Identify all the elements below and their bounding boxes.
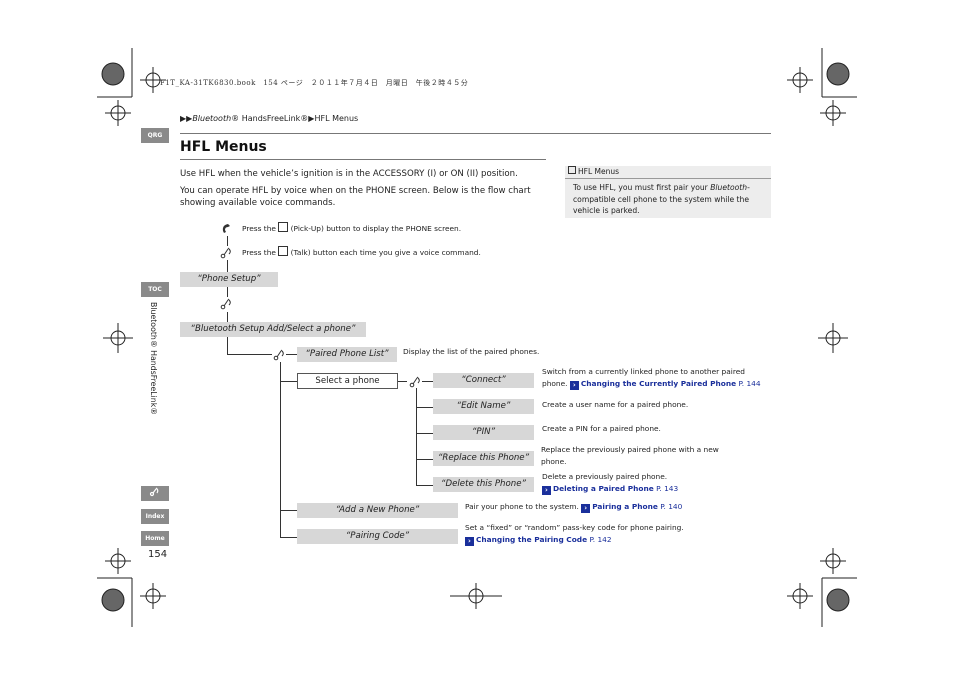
connect-link[interactable]: Changing the Currently Paired Phone	[580, 379, 737, 388]
connector	[416, 433, 433, 434]
connector	[422, 381, 433, 382]
add-new-phone-command: “Add a New Phone”	[297, 503, 458, 518]
connector	[280, 381, 297, 382]
breadcrumb: ▶▶Bluetooth® HandsFreeLink®▶HFL Menus	[180, 114, 358, 123]
connector	[227, 337, 228, 354]
title-rule	[180, 159, 546, 160]
note-body: To use HFL, you must first pair your Blu…	[573, 183, 750, 215]
tab-talk[interactable]	[141, 486, 169, 501]
connector	[416, 459, 433, 460]
pin-desc: Create a PIN for a paired phone.	[542, 424, 661, 433]
select-phone-step: Select a phone	[297, 373, 398, 389]
connector	[416, 407, 433, 408]
replace-command: “Replace this Phone”	[433, 451, 534, 466]
pairing-code-link[interactable]: Changing the Pairing Code	[476, 535, 588, 544]
connector	[227, 287, 228, 297]
connector	[227, 260, 228, 272]
tab-toc[interactable]: TOC	[141, 282, 169, 297]
connector	[280, 362, 281, 537]
pin-command: “PIN”	[433, 425, 534, 440]
pairing-code-desc: Set a “fixed” or “random” pass-key code …	[465, 523, 684, 546]
replace-desc: Replace the previously paired phone with…	[541, 445, 719, 466]
page-number: 154	[148, 549, 168, 560]
delete-command: “Delete this Phone”	[433, 477, 534, 492]
print-header: F1T_KA-31TK6830.book 154 ページ ２０１１年７月４日 月…	[160, 79, 469, 87]
ref-arrow-icon: ›	[581, 504, 591, 513]
ref-arrow-icon: ›	[465, 537, 474, 546]
connector	[416, 485, 433, 486]
pairing-code-command: “Pairing Code”	[297, 529, 458, 544]
connector	[280, 510, 297, 511]
tab-qrg[interactable]: QRG	[141, 128, 169, 143]
bt-setup-command: “Bluetooth Setup Add/Select a phone”	[180, 322, 366, 337]
connector	[227, 354, 272, 355]
talk-button-icon	[278, 246, 289, 256]
delete-link[interactable]: Deleting a Paired Phone	[553, 484, 654, 493]
header-rule	[180, 133, 771, 134]
intro-paragraph-2: You can operate HFL by voice when on the…	[180, 186, 531, 208]
breadcrumb-bluetooth[interactable]: Bluetooth	[192, 114, 232, 123]
breadcrumb-rest[interactable]: ® HandsFreeLink®▶HFL Menus	[231, 114, 359, 123]
talk-icon	[220, 247, 231, 259]
connector	[416, 388, 417, 485]
add-new-link[interactable]: Pairing a Phone	[592, 502, 658, 511]
connector	[397, 381, 407, 382]
breadcrumb-prefix: ▶▶	[180, 114, 193, 123]
pickup-button-icon	[278, 222, 289, 232]
connector	[227, 236, 228, 246]
edit-name-desc: Create a user name for a paired phone.	[542, 400, 689, 409]
intro-paragraph-1: Use HFL when the vehicle’s ignition is i…	[180, 169, 518, 179]
talk-icon	[409, 376, 420, 388]
talk-icon	[273, 349, 284, 361]
ref-arrow-icon: ›	[569, 381, 579, 390]
tab-index[interactable]: Index	[141, 509, 169, 524]
talk-icon	[220, 298, 231, 310]
paired-list-desc: Display the list of the paired phones.	[403, 347, 540, 356]
edit-name-command: “Edit Name”	[433, 399, 534, 414]
page-title: HFL Menus	[180, 139, 267, 155]
note-icon	[568, 166, 576, 174]
delete-desc: Delete a previously paired phone.›Deleti…	[542, 472, 679, 495]
phone-setup-command: “Phone Setup”	[180, 272, 278, 287]
legend-talk: Press the (Talk) button each time you gi…	[242, 246, 481, 257]
note-heading: HFL Menus	[565, 166, 771, 179]
hfl-menus-note: HFL Menus To use HFL, you must first pai…	[565, 166, 771, 218]
talk-icon	[149, 487, 159, 497]
connector	[227, 312, 228, 322]
add-new-desc: Pair your phone to the system. ›Pairing …	[465, 502, 683, 513]
legend-pickup: Press the (Pick-Up) button to display th…	[242, 222, 462, 233]
connect-desc: Switch from a currently linked phone to …	[542, 367, 761, 390]
paired-list-command: “Paired Phone List”	[297, 347, 397, 362]
connector	[280, 537, 297, 538]
pickup-icon	[222, 224, 230, 233]
side-section-title: Bluetooth® HandsFreeLink®	[149, 302, 158, 416]
tab-home[interactable]: Home	[141, 531, 169, 546]
connector	[286, 354, 297, 355]
ref-arrow-icon: ›	[542, 486, 551, 495]
connect-command: “Connect”	[433, 373, 534, 388]
